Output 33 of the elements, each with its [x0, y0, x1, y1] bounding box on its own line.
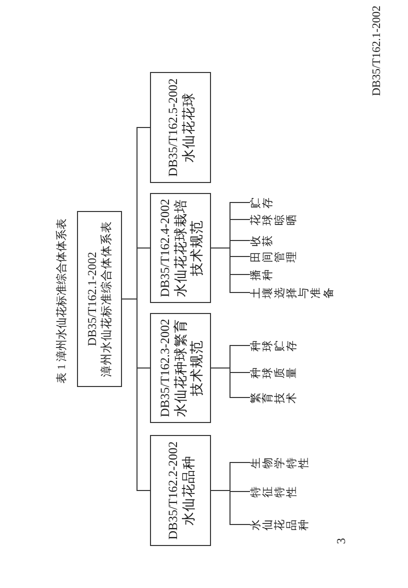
standard-code: DB35/T162.1-2002	[85, 252, 100, 346]
item-label: 种球质量	[250, 368, 298, 378]
standard-code: DB35/T162.2-2002	[164, 441, 181, 540]
standard-box	[150, 313, 211, 423]
standard-title: 漳州水仙花标准综合体体系表	[100, 221, 114, 377]
standard-box	[150, 193, 211, 303]
item-label: 收获	[250, 236, 274, 246]
standard-title: 水仙花花球栽培技术规范	[173, 198, 204, 298]
item-label: 繁育技术	[250, 392, 298, 404]
item-label: 田间管理	[250, 252, 298, 262]
standard-code: DB35/T162.4-2002	[156, 198, 173, 298]
item-label: 水仙花品种	[250, 520, 310, 530]
connector-line	[122, 127, 150, 300]
connector-line	[210, 462, 250, 491]
standard-box	[150, 72, 211, 183]
item-label: 土壤选择与准备	[250, 288, 335, 298]
standard-title: 水仙花花球	[180, 92, 196, 164]
item-label: 种球贮存	[250, 340, 298, 352]
standard-box	[77, 211, 122, 387]
document-code: DB35/T162.1-2002	[371, 6, 384, 96]
standard-code: DB35/T162.3-2002	[156, 318, 173, 418]
connector-line	[210, 202, 250, 248]
standard-code: DB35/T162.5-2002	[164, 78, 181, 177]
item-label: 贮存	[250, 198, 274, 208]
page-number: 3	[334, 538, 348, 544]
standard-title: 水仙花种球繁育技术规范	[173, 318, 204, 418]
item-label: 播种	[250, 270, 274, 280]
item-label: 生物学特性	[250, 458, 310, 468]
table-title: 表 1 漳州水仙花标准综合体体系表	[56, 218, 68, 384]
item-label: 花球晾晒	[250, 214, 298, 226]
item-label: 特征特性	[250, 486, 298, 498]
standard-title: 水仙花品种	[180, 454, 196, 528]
standard-box	[150, 435, 211, 546]
